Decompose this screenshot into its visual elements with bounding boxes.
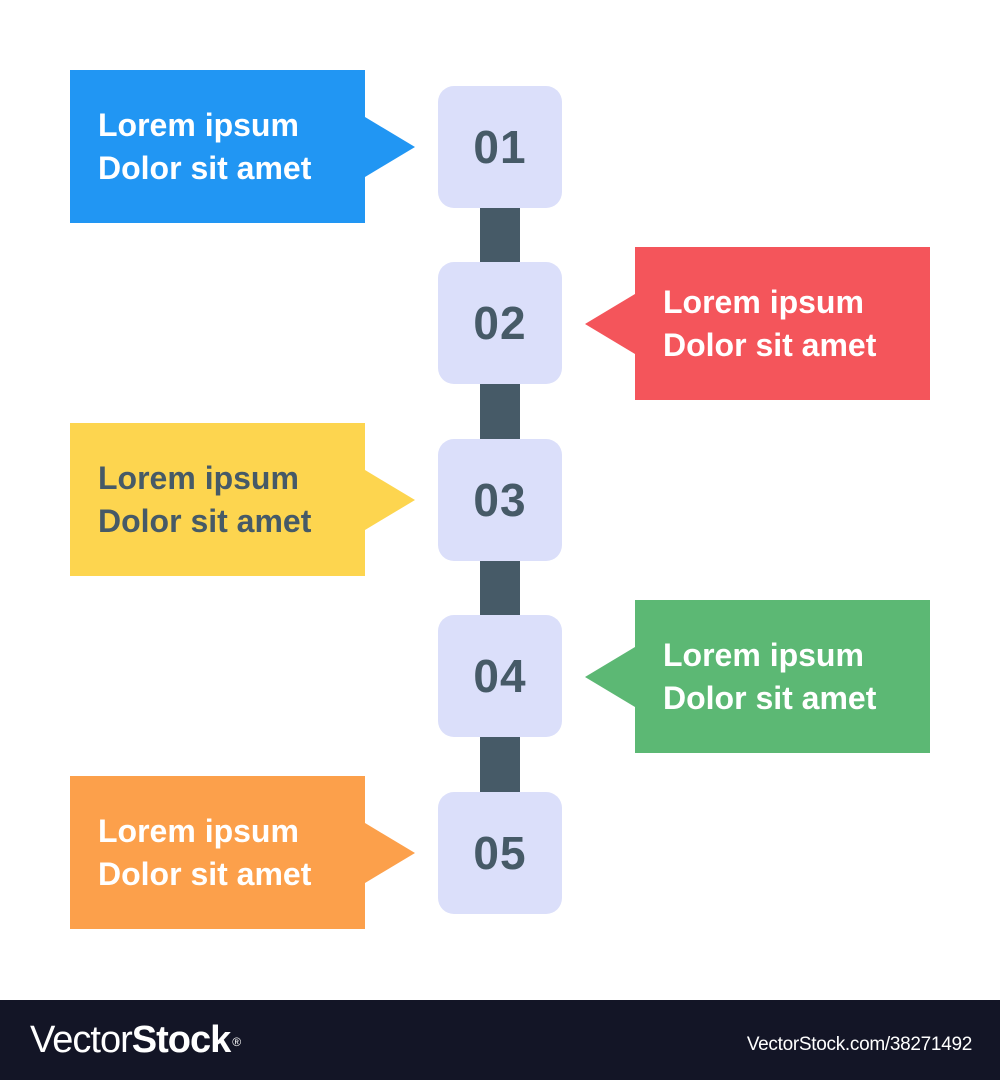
connector-bar-2-3: [480, 382, 520, 440]
callout-step-5: Lorem ipsum Dolor sit amet: [70, 776, 415, 929]
callout-step-4: Lorem ipsum Dolor sit amet: [585, 600, 930, 753]
brand-bold: Stock: [131, 1019, 231, 1061]
callout-step-3: Lorem ipsum Dolor sit amet: [70, 423, 415, 576]
step-number-box-3: 03: [438, 439, 562, 561]
timeline-diagram: 01 02 03 04 05 Lorem ipsum Dolor sit ame…: [70, 70, 930, 929]
callout-pointer-arrow: [585, 646, 635, 707]
image-id: VectorStock.com/38271492: [746, 1034, 972, 1055]
callout-title: Lorem ipsum: [98, 106, 299, 143]
callout-pointer-arrow: [365, 116, 415, 177]
watermark-footer: VectorStock® VectorStock.com/38271492: [0, 1000, 1000, 1080]
callout-title: Lorem ipsum: [98, 459, 299, 496]
connector-bar-1-2: [480, 206, 520, 264]
registered-mark-icon: ®: [232, 1035, 241, 1049]
vectorstock-logo: VectorStock®: [30, 1019, 241, 1061]
step-number-box-1: 01: [438, 86, 562, 208]
callout-subtitle: Dolor sit amet: [98, 855, 312, 892]
callout-subtitle: Dolor sit amet: [663, 679, 877, 716]
connector-bar-4-5: [480, 735, 520, 793]
callout-pointer-arrow: [365, 469, 415, 530]
callout-title: Lorem ipsum: [663, 636, 864, 673]
callout-pointer-arrow: [585, 293, 635, 354]
callout-title: Lorem ipsum: [98, 812, 299, 849]
step-number-box-2: 02: [438, 262, 562, 384]
step-number-box-5: 05: [438, 792, 562, 914]
callout-subtitle: Dolor sit amet: [98, 502, 312, 539]
brand-light: Vector: [30, 1019, 133, 1061]
callout-pointer-arrow: [365, 822, 415, 883]
callout-subtitle: Dolor sit amet: [663, 326, 877, 363]
callout-subtitle: Dolor sit amet: [98, 149, 312, 186]
step-number-box-4: 04: [438, 615, 562, 737]
callout-step-2: Lorem ipsum Dolor sit amet: [585, 247, 930, 400]
callout-title: Lorem ipsum: [663, 283, 864, 320]
connector-bar-3-4: [480, 559, 520, 617]
callout-step-1: Lorem ipsum Dolor sit amet: [70, 70, 415, 223]
